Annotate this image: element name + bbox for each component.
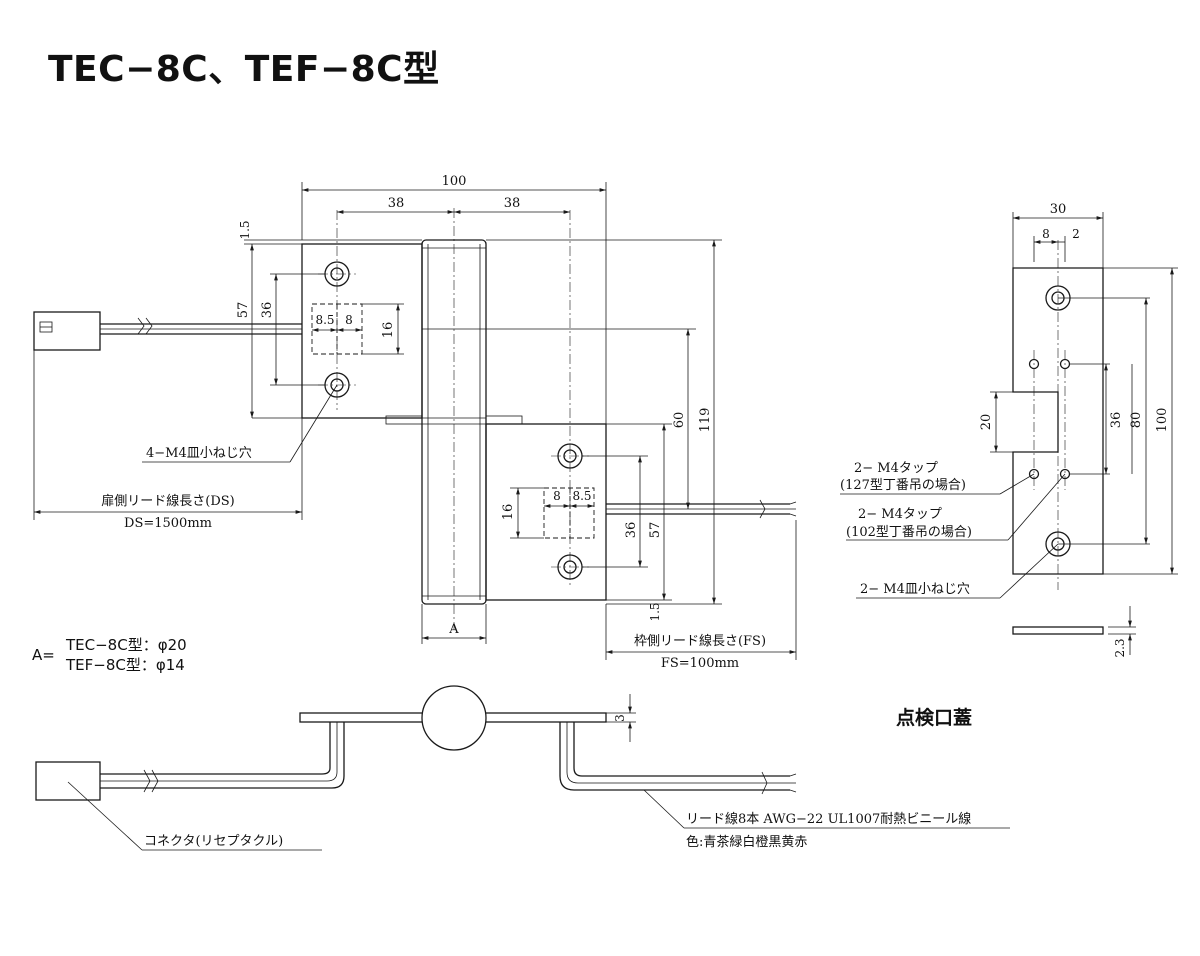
dim-38-left: 38	[388, 196, 405, 211]
label-a-tef: TEF−8C型：φ14	[65, 656, 185, 674]
label-cover-title: 点検口蓋	[896, 706, 972, 729]
inspection-cover-view: 30 8 2 20 36 80 100 2− M4タップ (127型丁番吊の場合…	[840, 202, 1178, 729]
side-lead-wire-left	[100, 722, 345, 793]
frame-lead-wire	[606, 499, 797, 519]
dim-100-cover: 100	[1155, 408, 1170, 433]
dim-20: 20	[979, 414, 994, 431]
dim-36-cover: 36	[1109, 412, 1124, 429]
dim-2-cover: 2	[1072, 227, 1080, 241]
label-screw-hole-2: 2− M4皿小ねじ穴	[860, 582, 970, 597]
dim-38-right: 38	[504, 196, 521, 211]
door-connector	[33, 311, 101, 351]
label-screw-hole-4: 4−M4皿小ねじ穴	[146, 446, 252, 461]
hinge-front-view: 100 38 38 1.5 57 36 8.5 8 16 60	[32, 174, 797, 674]
side-connector	[35, 761, 101, 801]
dim-36-left: 36	[260, 302, 275, 319]
label-frame-lead-value: FS=100mm	[661, 656, 739, 671]
label-tap-127-2: (127型丁番吊の場合)	[840, 478, 966, 493]
dim-8-cover: 8	[1042, 227, 1050, 241]
dim-1-5-top: 1.5	[238, 220, 252, 239]
side-lead-wire-right	[559, 722, 797, 795]
dim-3: 3	[613, 714, 627, 722]
dim-8-5-lower: 8.5	[572, 489, 591, 503]
dim-16-lower: 16	[501, 504, 516, 521]
pocket-lower	[543, 487, 595, 539]
label-tap-102-2: (102型丁番吊の場合)	[846, 525, 972, 540]
dim-2-3: 2.3	[1113, 638, 1127, 657]
dim-100: 100	[442, 174, 467, 189]
page-title: TEC−8C、TEF−8C型	[48, 49, 440, 90]
dim-80: 80	[1129, 412, 1144, 429]
dim-A: A	[448, 622, 459, 637]
label-lead-wire-2: 色:青茶緑白橙黒黄赤	[686, 834, 807, 850]
label-a-prefix: A=	[32, 646, 55, 664]
dim-16-upper: 16	[381, 322, 396, 339]
dim-8-5-upper: 8.5	[315, 313, 334, 327]
label-connector: コネクタ(リセプタクル)	[144, 834, 283, 849]
label-door-lead-value: DS=1500mm	[124, 516, 212, 531]
label-tap-102-1: 2− M4タップ	[858, 507, 942, 522]
knuckle	[385, 208, 523, 630]
door-lead-wire	[100, 317, 302, 335]
label-lead-wire-1: リード線8本 AWG−22 UL1007耐熱ビニール線	[686, 811, 971, 827]
dim-1-5-bottom: 1.5	[648, 602, 662, 621]
dim-36-lower: 36	[624, 522, 639, 539]
label-tap-127-1: 2− M4タップ	[854, 461, 938, 476]
cover-side-view	[1012, 626, 1104, 635]
dim-60: 60	[672, 412, 687, 429]
label-door-lead: 扉側リード線長さ(DS)	[101, 493, 234, 509]
dim-30: 30	[1050, 202, 1067, 217]
label-a-tec: TEC−8C型：φ20	[65, 636, 187, 654]
dim-57-lower: 57	[648, 522, 663, 539]
dim-8-upper: 8	[345, 313, 353, 327]
label-frame-lead: 枠側リード線長さ(FS)	[634, 633, 766, 649]
dim-8-lower: 8	[553, 489, 561, 503]
hinge-side-view: 3 コネクタ(リセプタクル) リード線8本 AWG−22 UL1007耐熱ビニー…	[35, 685, 1010, 851]
dim-57-left: 57	[236, 302, 251, 319]
dim-119: 119	[698, 408, 713, 433]
cover-tap-holes	[1028, 350, 1071, 490]
